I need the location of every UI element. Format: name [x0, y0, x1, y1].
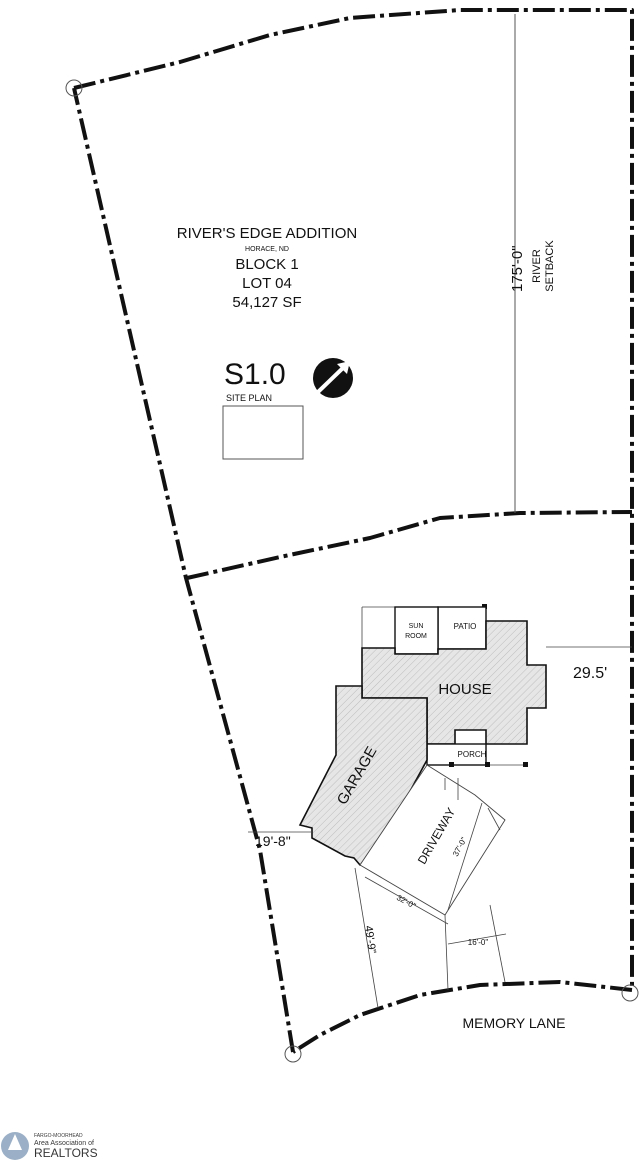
north-arrow-icon	[313, 358, 353, 398]
block-number: BLOCK 1	[235, 256, 298, 273]
driveway-length-dimension-line	[447, 802, 483, 911]
sheet-number: S1.0	[224, 358, 286, 391]
watermark-line-3: REALTORS	[34, 1146, 98, 1160]
sheet-title: SITE PLAN	[226, 393, 272, 403]
corner-pin-southeast	[621, 984, 639, 1002]
realtors-association-logo: FARGO-MOORHEAD Area Association of REALT…	[1, 1132, 98, 1160]
corner-pin-northwest	[65, 79, 83, 97]
watermark-line-1: FARGO-MOORHEAD	[34, 1133, 83, 1139]
approach-edge-left	[444, 914, 449, 991]
watermark-line-2: Area Association of	[34, 1140, 94, 1147]
lot-city: HORACE, ND	[245, 246, 289, 253]
garage-footprint	[298, 685, 428, 866]
house-label: HOUSE	[438, 681, 491, 698]
addition-name: RIVER'S EDGE ADDITION	[177, 225, 357, 242]
lot-area: 54,127 SF	[232, 294, 301, 311]
porch-columns	[449, 762, 528, 767]
street-name: MEMORY LANE	[463, 1015, 566, 1031]
approach-width-dimension: 16'-0"	[468, 938, 489, 947]
driveway-width-dimension-line	[364, 876, 449, 925]
lot-number: LOT 04	[242, 275, 292, 292]
sunroom-label-room: ROOM	[405, 633, 427, 640]
setback-dimension: 175'-0"	[509, 245, 526, 292]
east-setback-dimension: 29.5'	[573, 665, 607, 682]
river-setback-line	[186, 510, 633, 580]
approach-width-dimension-line	[447, 933, 507, 945]
sunroom	[394, 606, 439, 655]
corner-pin-southwest	[284, 1045, 302, 1063]
setback-label-setback: SETBACK	[544, 240, 556, 292]
approach-edge-right	[489, 904, 506, 983]
key-plan-box	[222, 405, 304, 460]
driveway	[359, 764, 506, 916]
sunroom-label-sun: SUN	[409, 623, 424, 630]
patio-label: PATIO	[454, 622, 477, 631]
porch-label: PORCH	[458, 750, 487, 759]
west-setback-dimension: 19'-8"	[255, 833, 291, 849]
setback-label-river: RIVER	[531, 249, 543, 283]
property-boundary	[65, 8, 639, 1063]
front-setback-dimension: 49'-9"	[362, 925, 378, 955]
front-setback-dimension-line	[354, 867, 379, 1009]
